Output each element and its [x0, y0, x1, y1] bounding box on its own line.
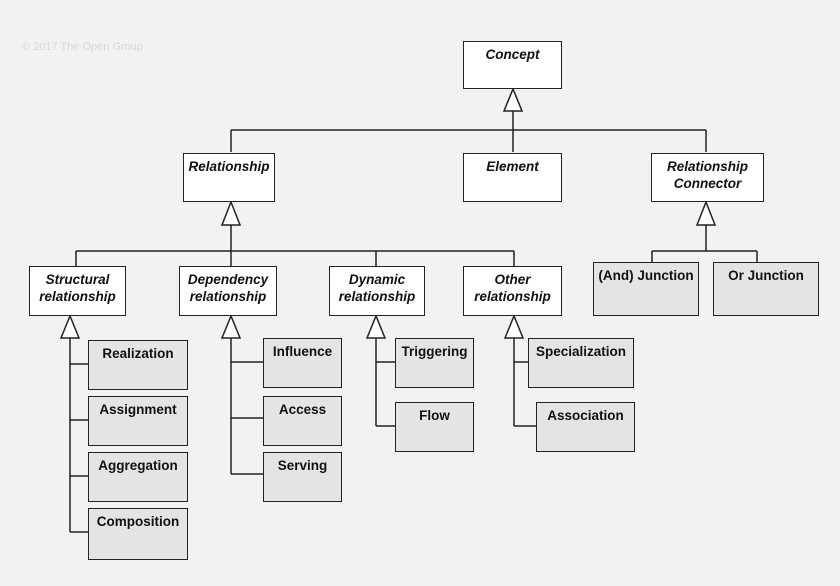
other-relationship-box: Other relationship [463, 266, 562, 316]
specialization-box: Specialization [528, 338, 634, 388]
serving-box: Serving [263, 452, 342, 502]
association-box: Association [536, 402, 635, 452]
aggregation-box: Aggregation [88, 452, 188, 502]
concept-box: Concept [463, 41, 562, 89]
relationship-connector-box: Relationship Connector [651, 153, 764, 202]
or-junction-box: Or Junction [713, 262, 819, 316]
dependency-relationship-box: Dependency relationship [179, 266, 277, 316]
structural-relationship-box: Structural relationship [29, 266, 126, 316]
copyright-watermark: © 2017 The Open Group [22, 41, 144, 53]
dynamic-relationship-box: Dynamic relationship [329, 266, 425, 316]
assignment-box: Assignment [88, 396, 188, 446]
influence-box: Influence [263, 338, 342, 388]
triggering-box: Triggering [395, 338, 474, 388]
composition-box: Composition [88, 508, 188, 560]
realization-box: Realization [88, 340, 188, 390]
element-box: Element [463, 153, 562, 202]
and-junction-box: (And) Junction [593, 262, 699, 316]
flow-box: Flow [395, 402, 474, 452]
relationship-box: Relationship [183, 153, 275, 202]
access-box: Access [263, 396, 342, 446]
